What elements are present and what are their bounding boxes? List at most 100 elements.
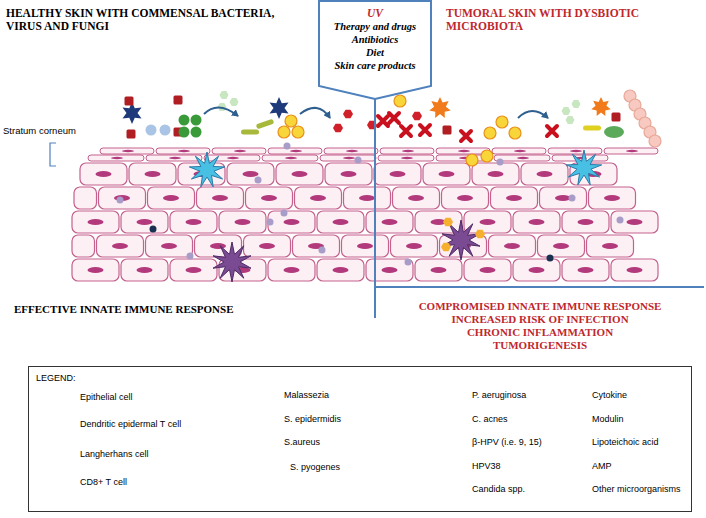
legend-text: CD8+ T cell bbox=[80, 477, 127, 488]
epithelial-cell bbox=[540, 187, 587, 209]
bracket bbox=[50, 143, 56, 166]
amp bbox=[281, 210, 288, 217]
outcome-label: COMPROMISED INNATE IMMUNE RESPONSE bbox=[380, 300, 700, 313]
corneocyte bbox=[268, 148, 322, 154]
p-aeruginosa bbox=[583, 126, 601, 131]
outcome-label: EFFECTIVE INNATE IMMUNE RESPONSE bbox=[14, 303, 364, 316]
epithelial-cell bbox=[415, 259, 462, 281]
legend-text: P. aeruginosa bbox=[472, 390, 526, 401]
nucleus bbox=[480, 219, 496, 225]
corneocyte bbox=[88, 155, 144, 161]
s-aureus bbox=[292, 126, 304, 138]
lipoteichoic-acid bbox=[412, 112, 422, 121]
other-microorganism bbox=[125, 97, 134, 106]
outcome-label: TUMORIGENESIS bbox=[380, 339, 700, 352]
amp bbox=[117, 197, 124, 204]
s-epidermidis bbox=[179, 115, 190, 126]
corneocyte bbox=[492, 148, 546, 154]
langerhans-cell bbox=[566, 150, 601, 185]
nucleus bbox=[408, 195, 424, 201]
nucleus bbox=[382, 219, 398, 225]
nucleus bbox=[458, 150, 470, 152]
epithelial-cell bbox=[295, 187, 342, 209]
legend-text: HPV38 bbox=[472, 461, 501, 472]
dendritic-t-cell bbox=[213, 242, 251, 282]
epithelial-cell bbox=[170, 259, 217, 281]
epithelial-cell bbox=[268, 259, 315, 281]
nucleus bbox=[602, 243, 618, 249]
panel-heading: TUMORAL SKIN WITH DYSBIOTIC MICROBIOTA bbox=[446, 7, 661, 33]
epithelial-cell bbox=[129, 163, 176, 185]
epithelial-cell bbox=[513, 259, 560, 281]
epithelial-cell bbox=[246, 187, 293, 209]
nucleus bbox=[341, 171, 357, 177]
nucleus bbox=[529, 267, 545, 273]
hpv38 bbox=[591, 97, 610, 116]
nucleus bbox=[346, 150, 358, 152]
other-microorganism bbox=[443, 126, 452, 135]
s-epidermidis bbox=[179, 127, 190, 138]
epithelial-cell bbox=[72, 259, 119, 281]
epithelial-cell bbox=[562, 211, 609, 233]
epithelial-cell bbox=[276, 163, 323, 185]
epithelial-cell bbox=[293, 235, 340, 257]
nucleus bbox=[604, 195, 620, 201]
s-aureus bbox=[466, 154, 478, 166]
nucleus bbox=[243, 171, 259, 177]
epidermis-cells bbox=[72, 148, 658, 281]
nucleus bbox=[553, 243, 569, 249]
nucleus bbox=[169, 157, 181, 159]
nucleus bbox=[578, 267, 594, 273]
amp bbox=[355, 157, 362, 164]
nucleus bbox=[480, 267, 496, 273]
nucleus bbox=[537, 171, 553, 177]
corneocyte bbox=[604, 148, 658, 154]
nucleus bbox=[343, 157, 355, 159]
epithelial-cell bbox=[244, 235, 291, 257]
epithelial-cell bbox=[268, 211, 315, 233]
modulin bbox=[220, 91, 229, 99]
cross-mark bbox=[389, 113, 399, 123]
epithelial-cell bbox=[611, 211, 658, 233]
cytokine bbox=[475, 230, 485, 239]
corneocyte bbox=[204, 155, 260, 161]
corneocyte bbox=[380, 148, 434, 154]
epithelial-cell bbox=[393, 187, 440, 209]
epithelial-cell bbox=[587, 235, 634, 257]
factor-text: Skin care products bbox=[334, 59, 415, 72]
epithelial-cell bbox=[146, 235, 193, 257]
hpv38 bbox=[429, 97, 450, 118]
nucleus bbox=[626, 150, 638, 152]
epithelial-cell bbox=[513, 211, 560, 233]
epithelial-cell bbox=[366, 211, 413, 233]
nucleus bbox=[284, 219, 300, 225]
lipoteichoic-acid bbox=[343, 110, 353, 119]
s-aureus bbox=[481, 150, 493, 162]
pentagon-shape bbox=[319, 1, 431, 99]
outcome-label: CHRONIC INFLAMMATION bbox=[380, 326, 700, 339]
nucleus bbox=[457, 195, 473, 201]
nucleus bbox=[578, 219, 594, 225]
corneocyte bbox=[146, 155, 202, 161]
epithelial-cell bbox=[391, 235, 438, 257]
cross-mark bbox=[401, 126, 411, 136]
nucleus bbox=[234, 150, 246, 152]
epithelial-cell bbox=[99, 187, 146, 209]
legend-text: S. pyogenes bbox=[290, 462, 340, 473]
legend-text: Malassezia bbox=[284, 390, 329, 401]
epithelial-cell bbox=[464, 259, 511, 281]
epithelial-cell bbox=[80, 163, 127, 185]
nucleus bbox=[401, 157, 413, 159]
amp bbox=[267, 219, 274, 226]
nucleus bbox=[333, 219, 349, 225]
nucleus bbox=[137, 267, 153, 273]
amp bbox=[617, 217, 624, 224]
legend-text: Epithelial cell bbox=[80, 392, 133, 403]
epithelial-cell bbox=[219, 211, 266, 233]
curved-arrow bbox=[204, 107, 238, 116]
epithelial-cell bbox=[589, 187, 636, 209]
nucleus bbox=[261, 195, 277, 201]
corneocyte bbox=[262, 155, 318, 161]
amp bbox=[405, 259, 412, 266]
nucleus bbox=[517, 157, 529, 159]
